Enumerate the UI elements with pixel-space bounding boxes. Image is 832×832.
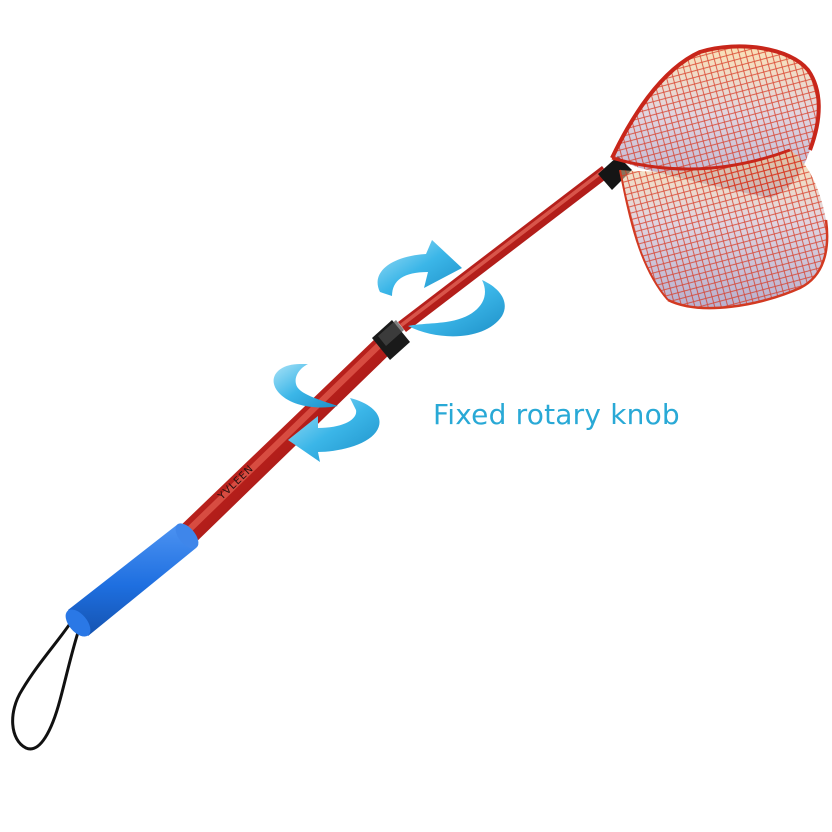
net-connector: [598, 156, 632, 190]
rotary-knob: [372, 320, 410, 360]
rotate-arrow-icon: [377, 240, 505, 337]
rotate-arrow-icon: [273, 364, 380, 462]
fishing-net-head: [610, 44, 829, 310]
pole-lower-segment: [176, 336, 392, 548]
foam-grip: [65, 523, 199, 637]
pole-upper-segment: [398, 166, 610, 332]
feature-caption: Fixed rotary knob: [433, 398, 680, 431]
lanyard-loop: [11, 611, 82, 751]
